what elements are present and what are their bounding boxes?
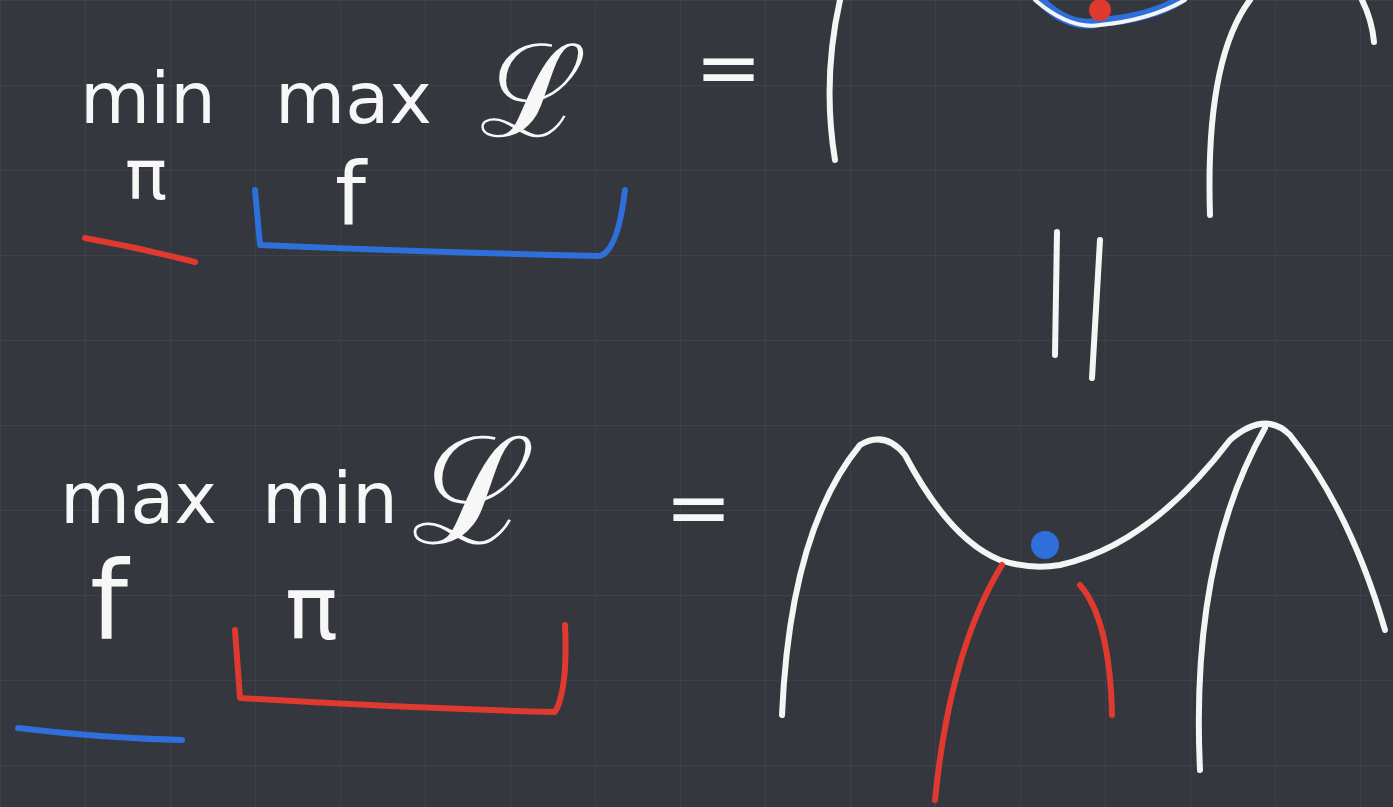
red-curve [1080, 585, 1112, 715]
subscript-text: π [285, 565, 338, 653]
red-curve [935, 565, 1002, 800]
blue-underline [18, 728, 182, 740]
operator-text: max [275, 62, 432, 134]
loss-symbol: ℒ [480, 28, 587, 156]
operator-text: min [262, 462, 398, 534]
operator-text: min [80, 62, 216, 134]
red-underline [85, 238, 195, 262]
saddle-surface [1199, 428, 1265, 770]
subscript-text: f [90, 548, 128, 656]
vertical-equals [1055, 232, 1057, 355]
surface-curve [830, 0, 840, 160]
equals-sign: = [695, 28, 762, 108]
blue-dot [1031, 531, 1059, 559]
surface-curve [1210, 0, 1251, 215]
vertical-equals [1092, 240, 1100, 378]
subscript-text: π [125, 140, 167, 210]
red-bracket [235, 625, 566, 712]
equals-sign: = [665, 468, 732, 548]
saddle-surface [782, 424, 1385, 715]
surface-curve [1035, 0, 1185, 26]
blue-bracket [255, 190, 625, 256]
red-dot [1089, 0, 1111, 21]
surface-curve [1362, 0, 1374, 42]
subscript-text: f [335, 150, 366, 238]
operator-text: max [60, 462, 217, 534]
loss-symbol: ℒ [412, 418, 535, 566]
